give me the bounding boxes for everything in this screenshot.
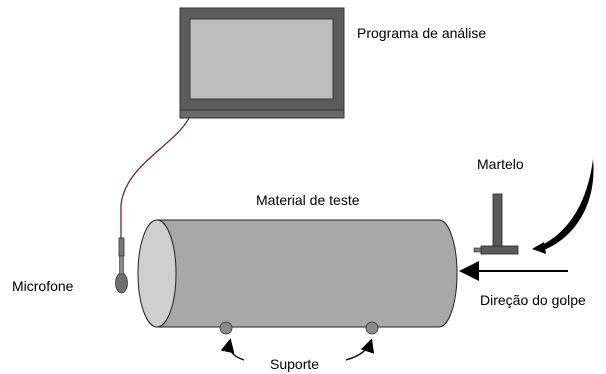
support-arrow-right bbox=[345, 338, 375, 361]
support-arrow-left bbox=[220, 338, 245, 361]
hammer-label: Martelo bbox=[477, 156, 524, 172]
material-label: Material de teste bbox=[256, 192, 360, 208]
program-label: Programa de análise bbox=[357, 25, 487, 41]
swing-arrowhead bbox=[532, 242, 546, 254]
hammer-icon bbox=[473, 193, 519, 255]
microphone-icon bbox=[115, 237, 128, 294]
direction-label: Direção do golpe bbox=[480, 292, 586, 308]
monitor-icon bbox=[179, 7, 345, 119]
microphone-label: Microfone bbox=[12, 278, 74, 294]
microphone-cable bbox=[120, 117, 190, 240]
swing-arrow bbox=[540, 159, 594, 250]
support-label: Suporte bbox=[270, 356, 320, 372]
support-feet bbox=[219, 321, 379, 335]
test-cylinder bbox=[137, 219, 458, 328]
